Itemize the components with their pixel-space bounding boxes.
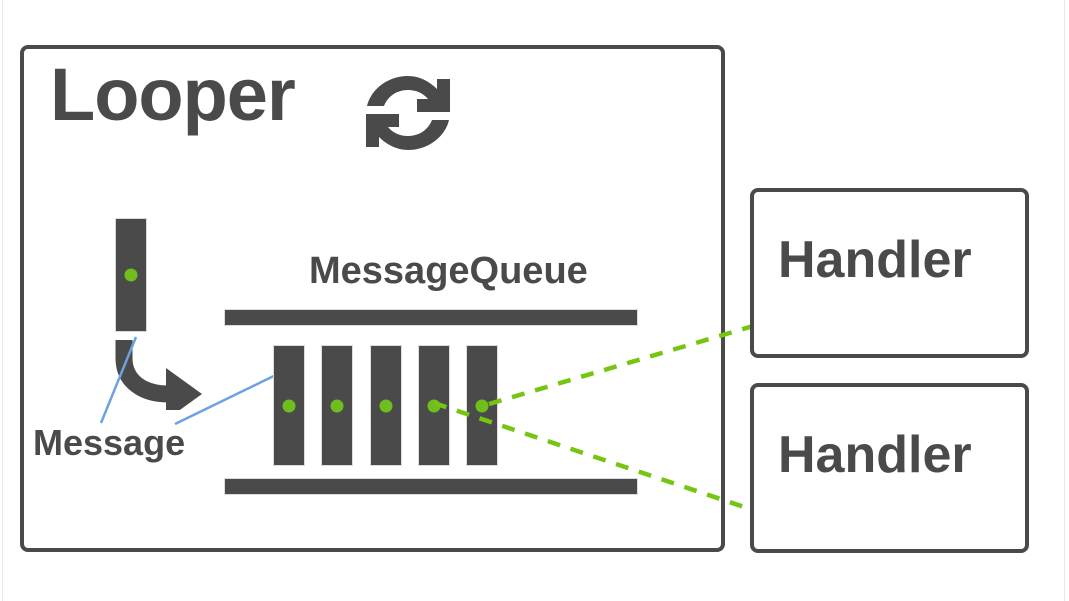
handler-label-2: Handler: [778, 426, 972, 484]
message-queue-slots: [273, 345, 498, 466]
queue-message-dot: [282, 399, 296, 412]
handler-box-2: Handler: [750, 383, 1029, 553]
canvas-right-edge-line: [1064, 0, 1065, 601]
queue-message-dot: [427, 399, 441, 412]
queue-slot-3: [369, 345, 402, 466]
refresh-loop-icon: [366, 76, 450, 150]
looper-title: Looper: [50, 53, 296, 136]
message-queue-bottom-rail: [224, 478, 638, 495]
queue-slot-2: [321, 345, 354, 466]
canvas-left-edge-line: [2, 0, 3, 601]
message-queue-top-rail: [224, 309, 638, 326]
message-queue-title: MessageQueue: [309, 250, 588, 292]
queue-slot-5: [466, 345, 498, 466]
handler-label-1: Handler: [778, 231, 972, 289]
queue-message-dot: [475, 399, 489, 412]
message-dot: [124, 268, 138, 282]
queue-slot-4: [417, 345, 450, 466]
handler-box-1: Handler: [750, 188, 1029, 358]
queue-slot-1: [273, 345, 305, 466]
incoming-message-block: [115, 218, 147, 332]
enqueue-curved-arrow: [115, 340, 202, 410]
queue-message-dot: [379, 399, 392, 412]
message-caption: Message: [33, 422, 186, 463]
queue-message-dot: [330, 399, 344, 412]
